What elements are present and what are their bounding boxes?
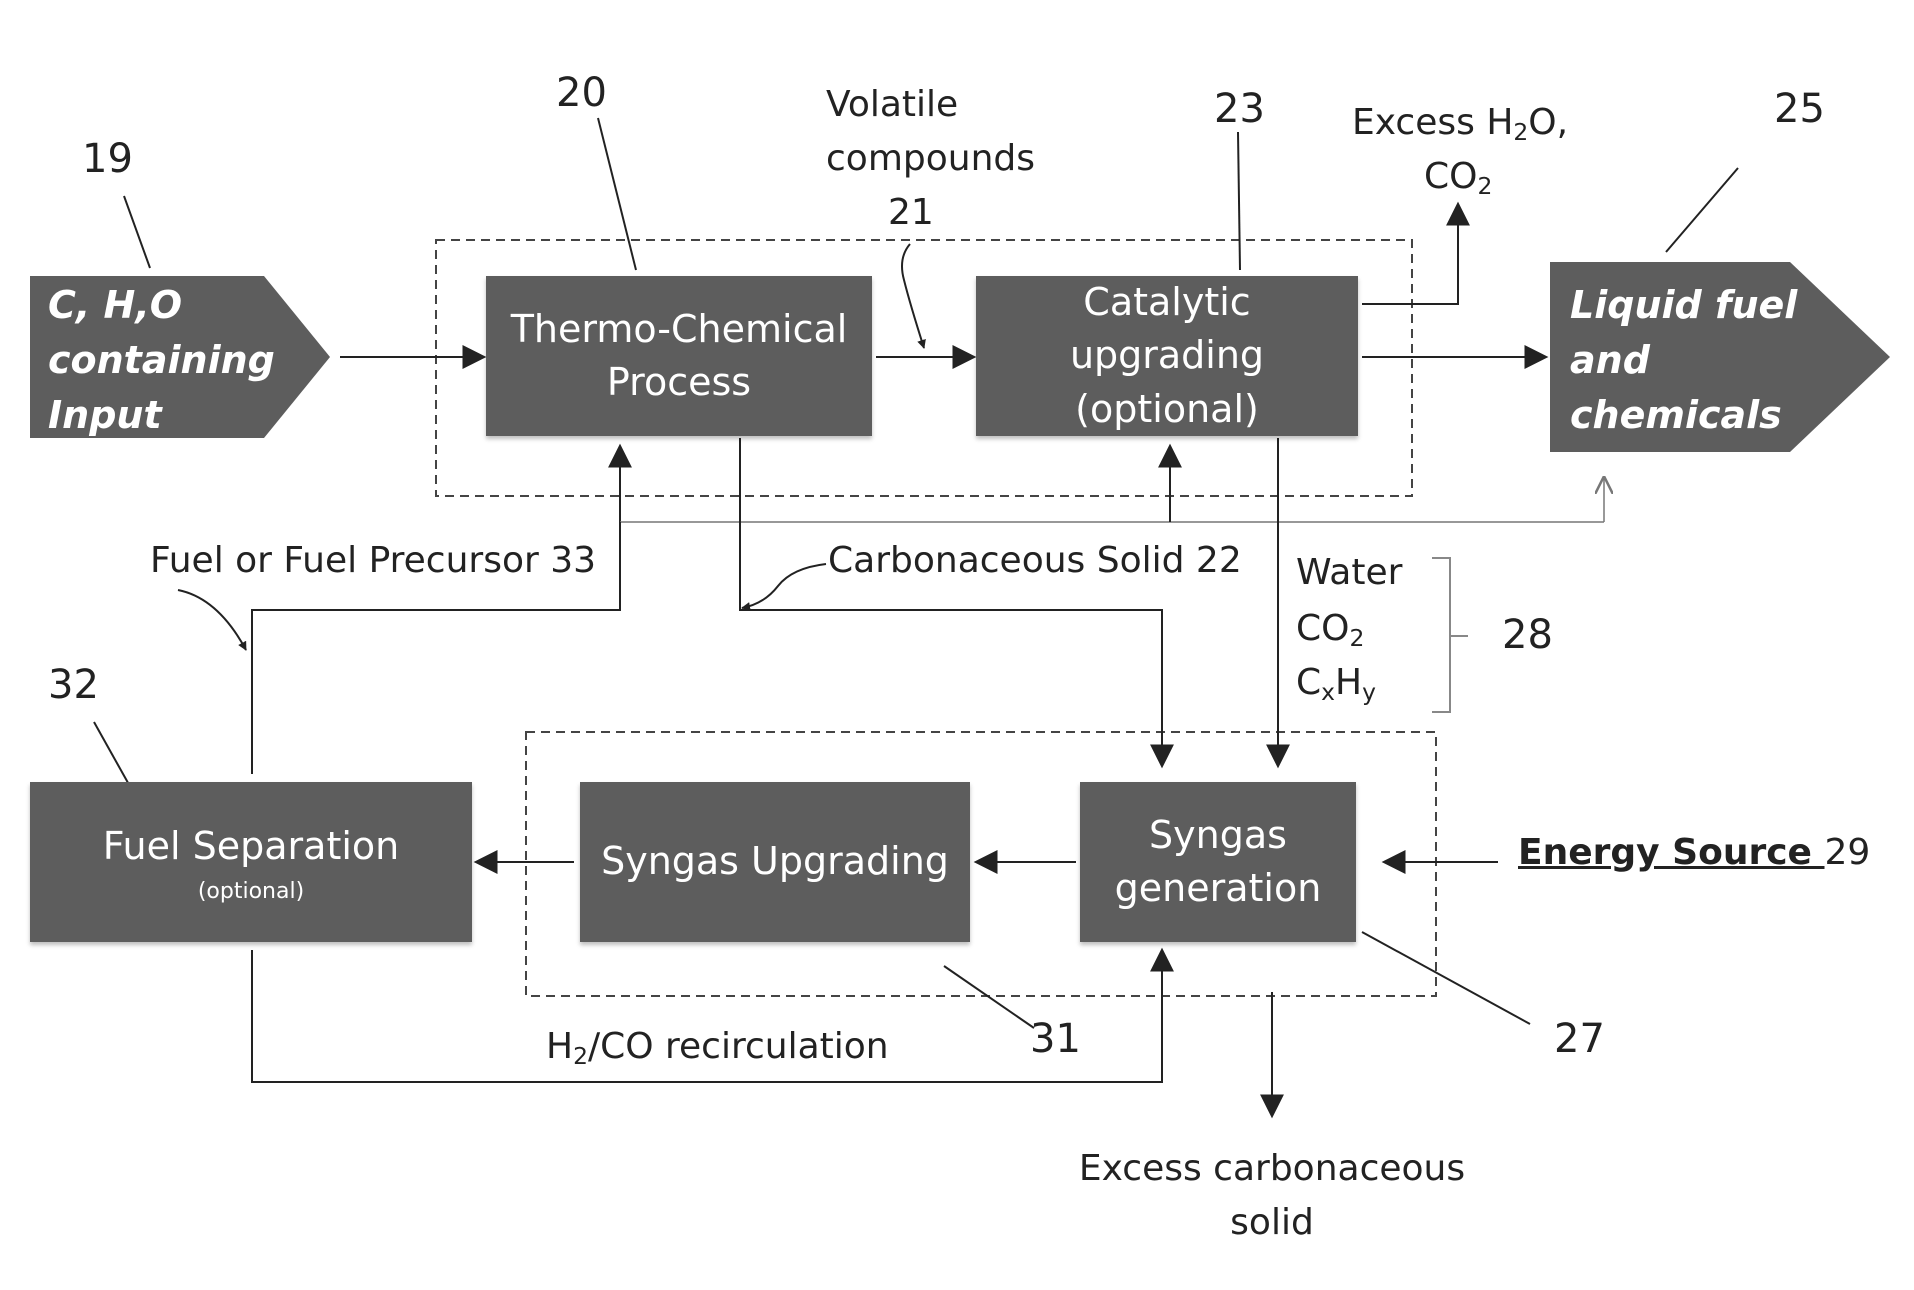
ref-leader-20 (598, 118, 636, 270)
arrow-carbonaceous-solid (740, 438, 1162, 766)
catalytic-upgrading-label: Catalytic upgrading (optional) (1070, 276, 1264, 436)
group-bracket (1432, 558, 1468, 712)
ref-25: 25 (1774, 86, 1825, 132)
thermo-chemical-label: Thermo-Chemical Process (511, 303, 848, 409)
excess-solid-label-line1: Excess carbonaceous (1072, 1148, 1472, 1189)
volatile-ref-21: 21 (888, 192, 934, 233)
arrow-excess-h2o (1362, 204, 1458, 304)
ref-23: 23 (1214, 86, 1265, 132)
excess-h2o-label: Excess H2O, (1352, 102, 1568, 146)
h2-co-recirculation-label: H2/CO recirculation (546, 1026, 889, 1070)
fuel-separation-optional: (optional) (198, 879, 304, 904)
syngas-generation-label: Syngas generation (1115, 809, 1322, 915)
cxhy-label: CxHy (1296, 662, 1376, 706)
ref-leader-25 (1666, 168, 1738, 252)
carbonaceous-leader (742, 564, 826, 608)
fuel-separation-box: Fuel Separation (optional) (30, 782, 472, 942)
catalytic-upgrading-box: Catalytic upgrading (optional) (976, 276, 1358, 436)
water-label: Water (1296, 552, 1402, 593)
energy-source-ref: 29 (1825, 832, 1871, 873)
ref-19: 19 (82, 136, 133, 182)
thermo-chemical-box: Thermo-Chemical Process (486, 276, 872, 436)
excess-co2-label: CO2 (1424, 156, 1492, 200)
syngas-upgrading-label: Syngas Upgrading (601, 835, 949, 888)
volatile-label-line1: Volatile (826, 84, 958, 125)
volatile-leader (902, 244, 924, 348)
syngas-generation-box: Syngas generation (1080, 782, 1356, 942)
energy-source-name: Energy Source (1518, 832, 1825, 873)
carbonaceous-solid-label: Carbonaceous Solid 22 (828, 540, 1242, 581)
fuel-separation-label: Fuel Separation (103, 820, 400, 873)
fuel-precursor-label: Fuel or Fuel Precursor 33 (150, 540, 596, 581)
syngas-upgrading-box: Syngas Upgrading (580, 782, 970, 942)
ref-20: 20 (556, 70, 607, 116)
ref-leader-23 (1238, 132, 1240, 270)
energy-source-label: Energy Source 29 (1518, 832, 1870, 873)
volatile-label-line2: compounds (826, 138, 1035, 179)
ref-31: 31 (1030, 1016, 1081, 1062)
co2-label: CO2 (1296, 608, 1364, 652)
excess-solid-label-line2: solid (1072, 1202, 1472, 1243)
ref-28: 28 (1502, 612, 1553, 658)
ref-27: 27 (1554, 1016, 1605, 1062)
ref-leader-27 (1362, 932, 1530, 1024)
ref-32: 32 (48, 662, 99, 708)
ref-leader-32 (94, 722, 132, 790)
output-label: Liquid fuel and chemicals (1570, 278, 1797, 443)
input-label: C, H,O containing Input (48, 278, 275, 443)
fuel-precursor-leader (178, 590, 246, 650)
ref-leader-19 (124, 196, 150, 268)
